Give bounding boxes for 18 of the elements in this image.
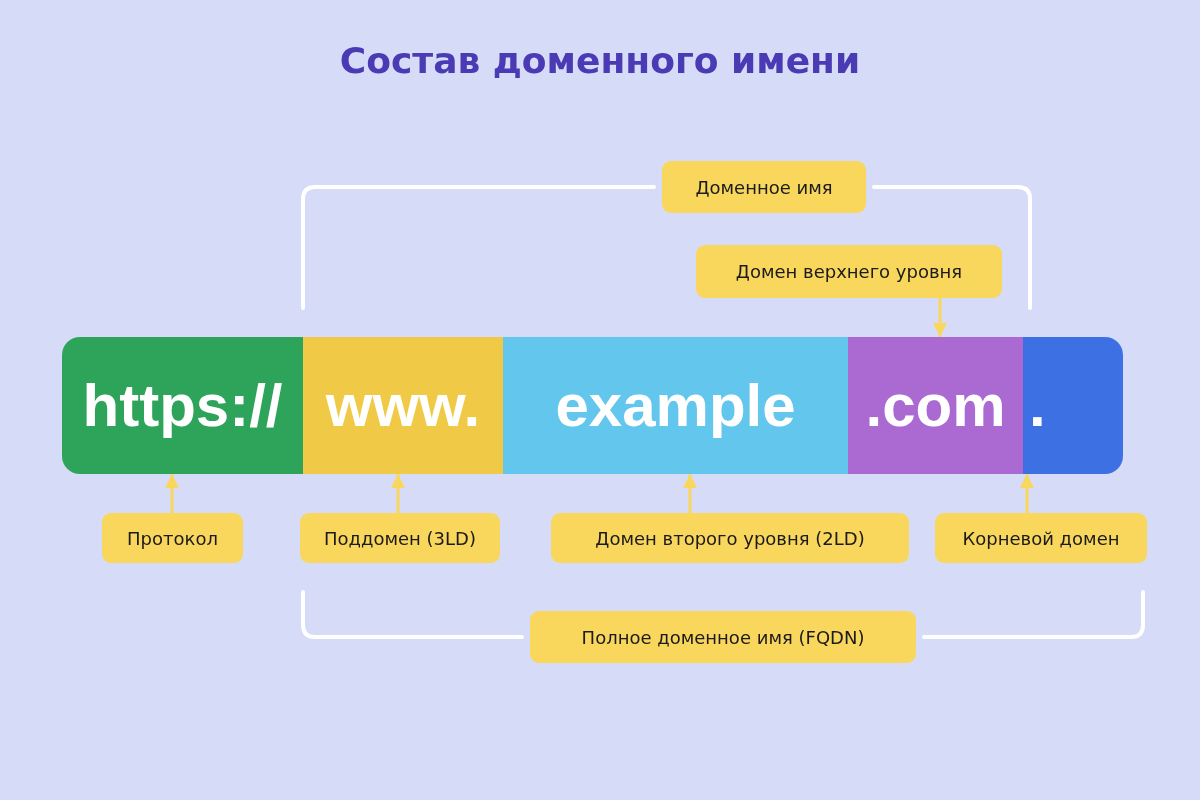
- pointer-arrow: [1020, 474, 1034, 513]
- url-segment: https://: [62, 337, 303, 474]
- callout: Протокол: [102, 513, 243, 563]
- callout: Поддомен (3LD): [300, 513, 500, 563]
- url-segment: .com: [848, 337, 1023, 474]
- pointer-arrow: [165, 474, 179, 513]
- url-segment: www.: [303, 337, 503, 474]
- callout: Корневой домен: [935, 513, 1147, 563]
- url-segment: .: [1023, 337, 1123, 474]
- bracket-label: Доменное имя: [662, 161, 866, 213]
- callout: Домен верхнего уровня: [696, 245, 1002, 298]
- bracket-label: Полное доменное имя (FQDN): [530, 611, 916, 663]
- callout: Домен второго уровня (2LD): [551, 513, 909, 563]
- pointer-arrow: [683, 474, 697, 513]
- title: Состав доменного имени: [339, 40, 861, 81]
- url-segment: example: [503, 337, 848, 474]
- pointer-arrow: [933, 298, 947, 337]
- pointer-arrow: [391, 474, 405, 513]
